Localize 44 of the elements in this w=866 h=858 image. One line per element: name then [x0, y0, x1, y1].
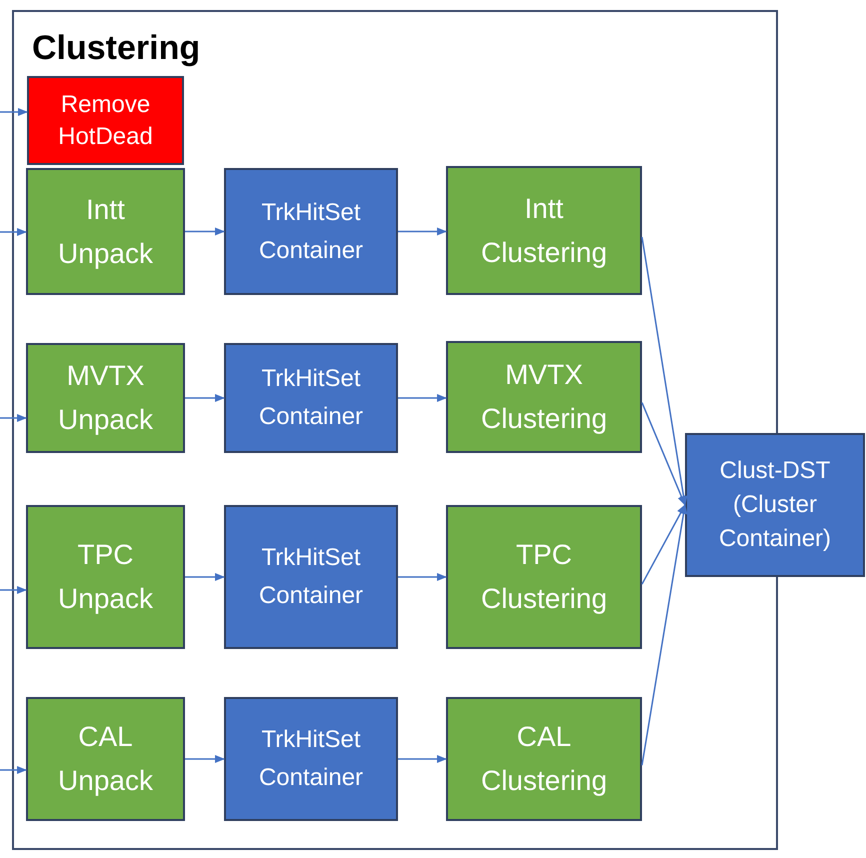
- arrow: [0, 228, 27, 236]
- node-label: CAL Unpack: [57, 720, 154, 798]
- arrow: [398, 394, 447, 402]
- arrow: [0, 108, 28, 116]
- arrow: [641, 402, 686, 506]
- process-box: [446, 505, 642, 649]
- node-label: CAL Clustering: [480, 720, 608, 798]
- data-box: [224, 697, 398, 821]
- process-box: [26, 505, 185, 649]
- node-label: TrkHitSet Container: [258, 543, 364, 611]
- data-box: [224, 168, 398, 295]
- arrow: [398, 228, 447, 236]
- node-label: TPC Clustering: [480, 538, 608, 616]
- group-title: Clustering: [32, 28, 200, 69]
- node-label: Clust-DST (Cluster Container): [718, 456, 832, 554]
- process-box: [446, 341, 642, 453]
- data-box: [224, 505, 398, 649]
- node-label: MVTX Unpack: [57, 359, 154, 437]
- process-box: [446, 697, 642, 821]
- node-label: TPC Unpack: [57, 538, 154, 616]
- arrow: [641, 504, 686, 585]
- arrow: [398, 755, 447, 763]
- node-label: Intt Unpack: [57, 192, 154, 271]
- process-box: [26, 168, 185, 295]
- data-box: [685, 433, 865, 577]
- arrow: [185, 394, 225, 402]
- arrow: [0, 586, 27, 594]
- process-box: [446, 166, 642, 295]
- node-label: MVTX Clustering: [480, 358, 608, 436]
- arrow: [185, 573, 225, 581]
- arrow: [398, 573, 447, 581]
- node-label: TrkHitSet Container: [258, 725, 364, 793]
- node-label: Remove HotDead: [57, 90, 154, 152]
- arrow: [185, 228, 225, 236]
- arrow: [185, 755, 225, 763]
- arrow: [0, 414, 27, 422]
- process-box: [27, 76, 184, 165]
- data-box: [224, 343, 398, 453]
- node-label: TrkHitSet Container: [258, 364, 364, 432]
- node-label: Intt Clustering: [480, 192, 608, 270]
- node-label: TrkHitSet Container: [258, 198, 364, 266]
- process-box: [26, 343, 185, 453]
- arrow: [0, 766, 27, 774]
- process-box: [26, 697, 185, 821]
